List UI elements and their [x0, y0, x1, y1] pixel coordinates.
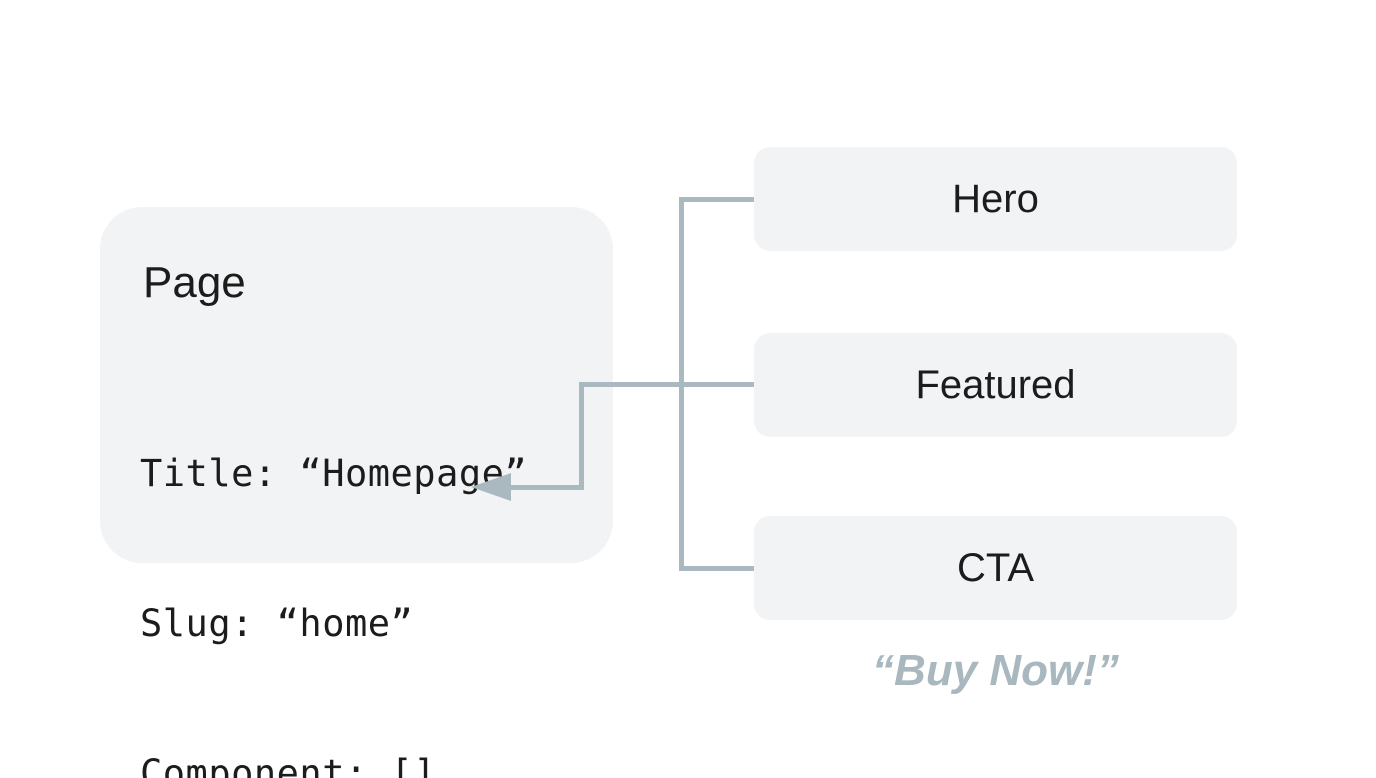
component-box-featured: Featured [754, 333, 1237, 437]
component-label-hero: Hero [952, 176, 1039, 221]
page-box-title: Page [143, 258, 246, 307]
connector-elbow-horizontal [502, 485, 584, 490]
component-label-cta: CTA [956, 545, 1035, 590]
page-code-block: Title: “Homepage” Slug: “home” Component… [140, 349, 527, 778]
component-box-cta: CTA [754, 516, 1237, 620]
component-label-featured: Featured [915, 362, 1076, 407]
component-box-hero: Hero [754, 147, 1237, 251]
left-arrowhead-icon [471, 473, 511, 501]
connector-branch-cta [679, 566, 755, 571]
page-field-slug: Slug: “home” [140, 602, 414, 645]
connector-elbow-vertical [579, 382, 584, 490]
page-field-title: Title: “Homepage” [140, 452, 528, 495]
cta-annotation: “Buy Now!” [872, 646, 1119, 695]
connector-branch-hero [679, 197, 755, 202]
page-field-component: Component: [] [140, 752, 437, 778]
connector-branch-featured [579, 382, 755, 387]
page-record-box: Page Title: “Homepage” Slug: “home” Comp… [100, 207, 613, 778]
